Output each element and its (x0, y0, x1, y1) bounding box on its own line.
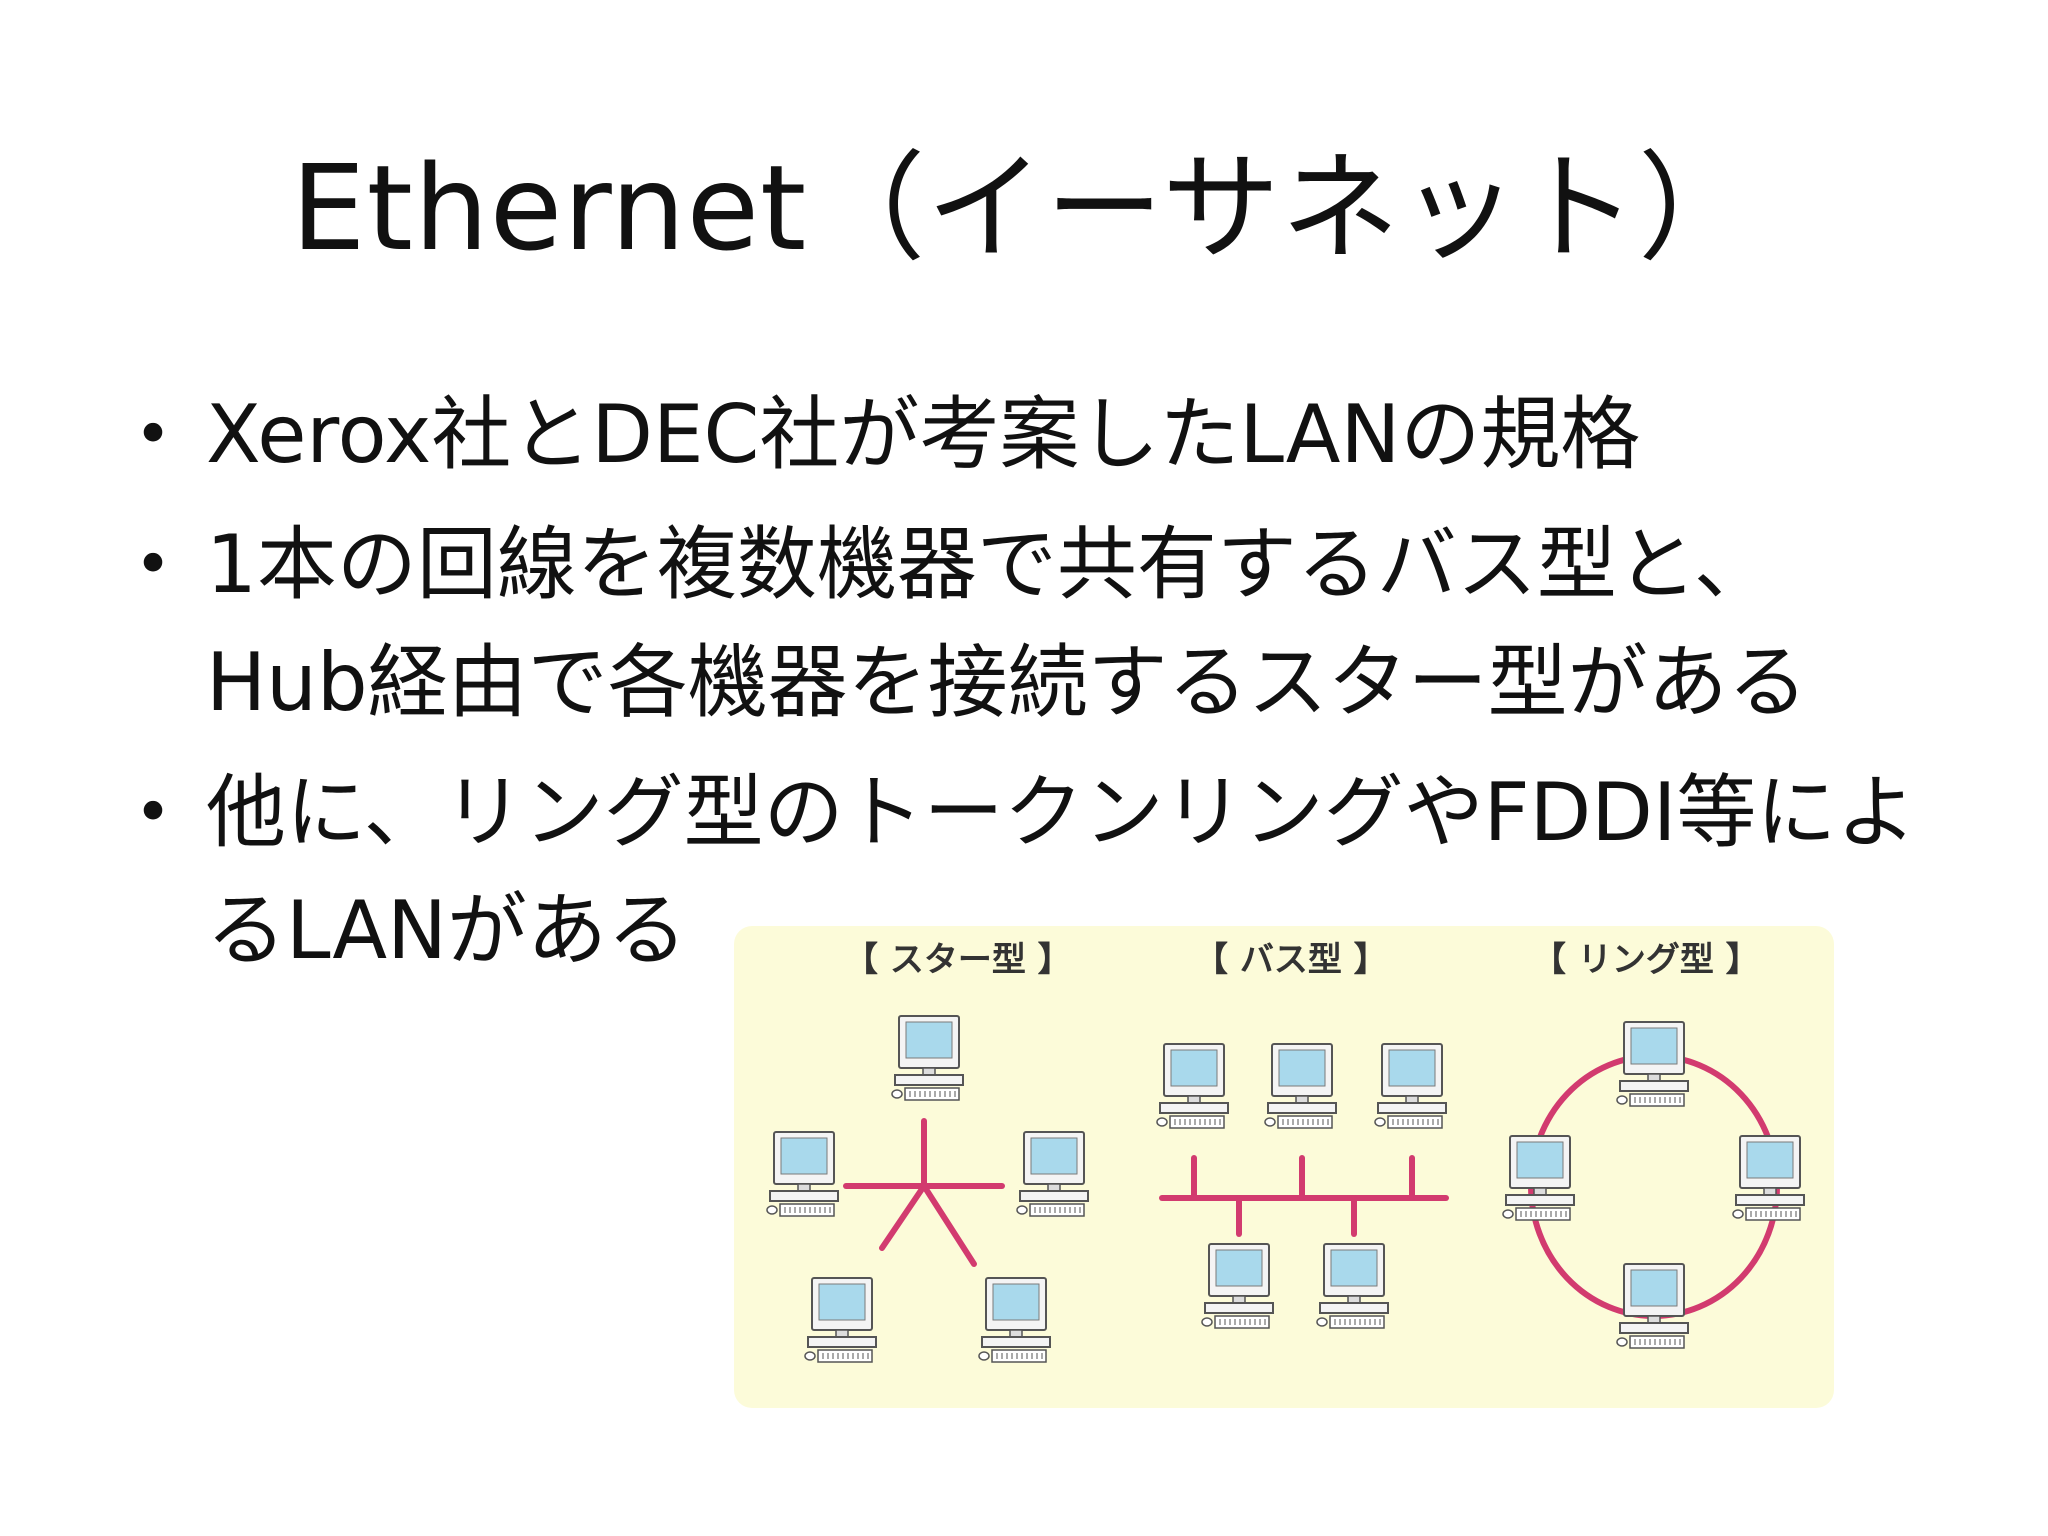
topology-svg: 【 スター型 】 【 バス型 】 【 リング型 】 (734, 926, 1834, 1408)
bullet-line: Hub経由で各機器を接続するスター型がある (206, 636, 1808, 729)
bullet-marker: • (134, 398, 172, 472)
star-link-bottom-left (879, 1183, 927, 1251)
bullet-line: るLANがある (206, 884, 687, 977)
network-topology-diagram: 【 スター型 】 【 バス型 】 【 リング型 】 (734, 926, 1834, 1408)
bullet-text: 1本の回線を複数機器で共有するバス型と、 Hub経由で各機器を接続するスター型が… (206, 506, 1948, 742)
star-link-bottom-right (921, 1183, 977, 1267)
bullet-text: 他に、リング型のトークンリングやFDDI等によ るLANがある (206, 754, 1948, 990)
bullet-item: • Xerox社とDEC社が考案したLANの規格 (128, 376, 1948, 494)
bullet-marker: • (134, 776, 172, 850)
star-topology (766, 1015, 1089, 1363)
bullet-list: • Xerox社とDEC社が考案したLANの規格 • 1本の回線を複数機器で共有… (128, 376, 1948, 1002)
bullet-line: 1本の回線を複数機器で共有するバス型と、 (206, 518, 1774, 611)
bus-topology (1156, 1043, 1449, 1329)
bullet-item: • 1本の回線を複数機器で共有するバス型と、 Hub経由で各機器を接続するスター… (128, 506, 1948, 742)
bus-topology-label: 【 バス型 】 (1194, 940, 1388, 980)
ring-topology-label: 【 リング型 】 (1532, 940, 1760, 980)
ring-topology (1502, 1021, 1805, 1349)
star-topology-label: 【 スター型 】 (844, 940, 1072, 980)
bullet-line: 他に、リング型のトークンリングやFDDI等によ (206, 766, 1917, 859)
slide-title: Ethernet（イーサネット） (291, 139, 1757, 277)
bullet-text: Xerox社とDEC社が考案したLANの規格 (206, 376, 1948, 494)
bullet-marker: • (134, 528, 172, 602)
bullet-line: Xerox社とDEC社が考案したLANの規格 (206, 388, 1641, 481)
bullet-item: • 他に、リング型のトークンリングやFDDI等によ るLANがある (128, 754, 1948, 990)
